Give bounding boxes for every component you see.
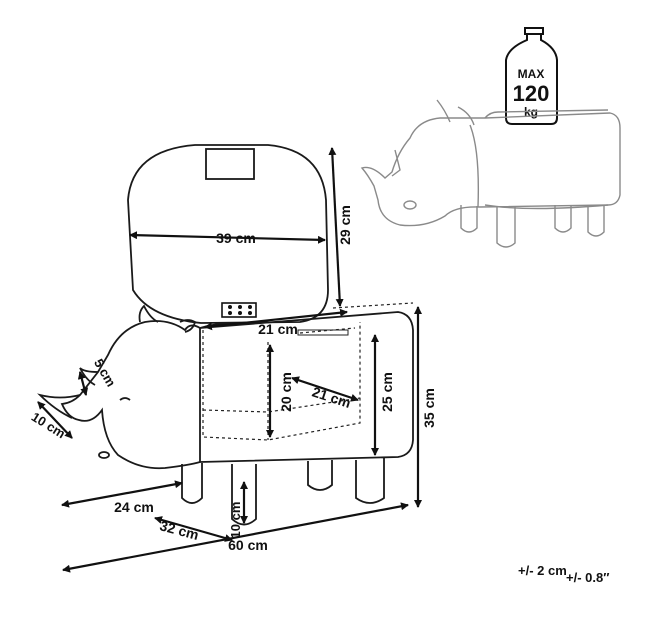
label-opening-width: 21 cm — [258, 321, 298, 337]
label-lid-width: 39 cm — [216, 230, 256, 246]
weight-max-label: MAX — [518, 67, 545, 81]
label-storage-depth: 21 cm — [310, 384, 353, 411]
label-length: 60 cm — [228, 537, 268, 553]
label-storage-height: 20 cm — [278, 372, 294, 412]
dimension-lines — [37, 147, 422, 573]
label-lid-height: 29 cm — [337, 205, 353, 245]
weight-icon — [505, 27, 558, 125]
rhino-stool-illustration — [37, 144, 414, 526]
weight-value: 120 — [513, 81, 550, 106]
label-seat-height: 25 cm — [379, 372, 395, 412]
label-body-depth: 32 cm — [158, 517, 200, 543]
rhino-preview-illustration — [360, 99, 621, 248]
tolerance-metric: +/- 2 cm — [518, 563, 567, 578]
label-depth: 24 cm — [114, 499, 154, 515]
label-total-height: 35 cm — [421, 388, 437, 428]
tolerance-imperial: +/- 0.8″ — [566, 570, 609, 585]
label-leg-height: 10 cm — [228, 502, 243, 539]
